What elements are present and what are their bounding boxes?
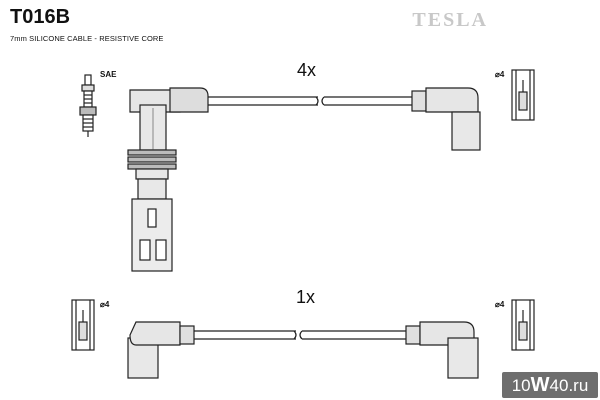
spark-plug-icon [79, 74, 97, 137]
coil-boot-connector [127, 87, 209, 272]
terminal-diameter-label-bottom-left: ⌀4 [100, 300, 110, 309]
bottom-cable [194, 330, 406, 340]
terminal-section-icon-top [511, 69, 535, 121]
site-watermark: 10W40.ru [502, 372, 598, 398]
quantity-bottom-label: 1x [296, 287, 316, 307]
terminal-diameter-label-top-right: ⌀4 [495, 70, 505, 79]
terminal-section-icon-bottom-right [511, 299, 535, 351]
terminal-diameter-label-bottom-right: ⌀4 [495, 300, 505, 309]
cable-description: 7mm SILICONE CABLE - RESISTIVE CORE [10, 34, 164, 43]
top-right-angle-boot [411, 87, 481, 151]
brand-logo: TESLA [412, 9, 488, 31]
top-cable [208, 96, 412, 106]
bottom-right-angle-boot [405, 321, 479, 379]
part-code: T016B [10, 6, 71, 28]
bottom-left-angle-boot [127, 321, 195, 379]
spark-plug-type-label: SAE [100, 70, 117, 79]
terminal-section-icon-bottom-left [71, 299, 95, 351]
quantity-top-label: 4x [297, 60, 317, 80]
